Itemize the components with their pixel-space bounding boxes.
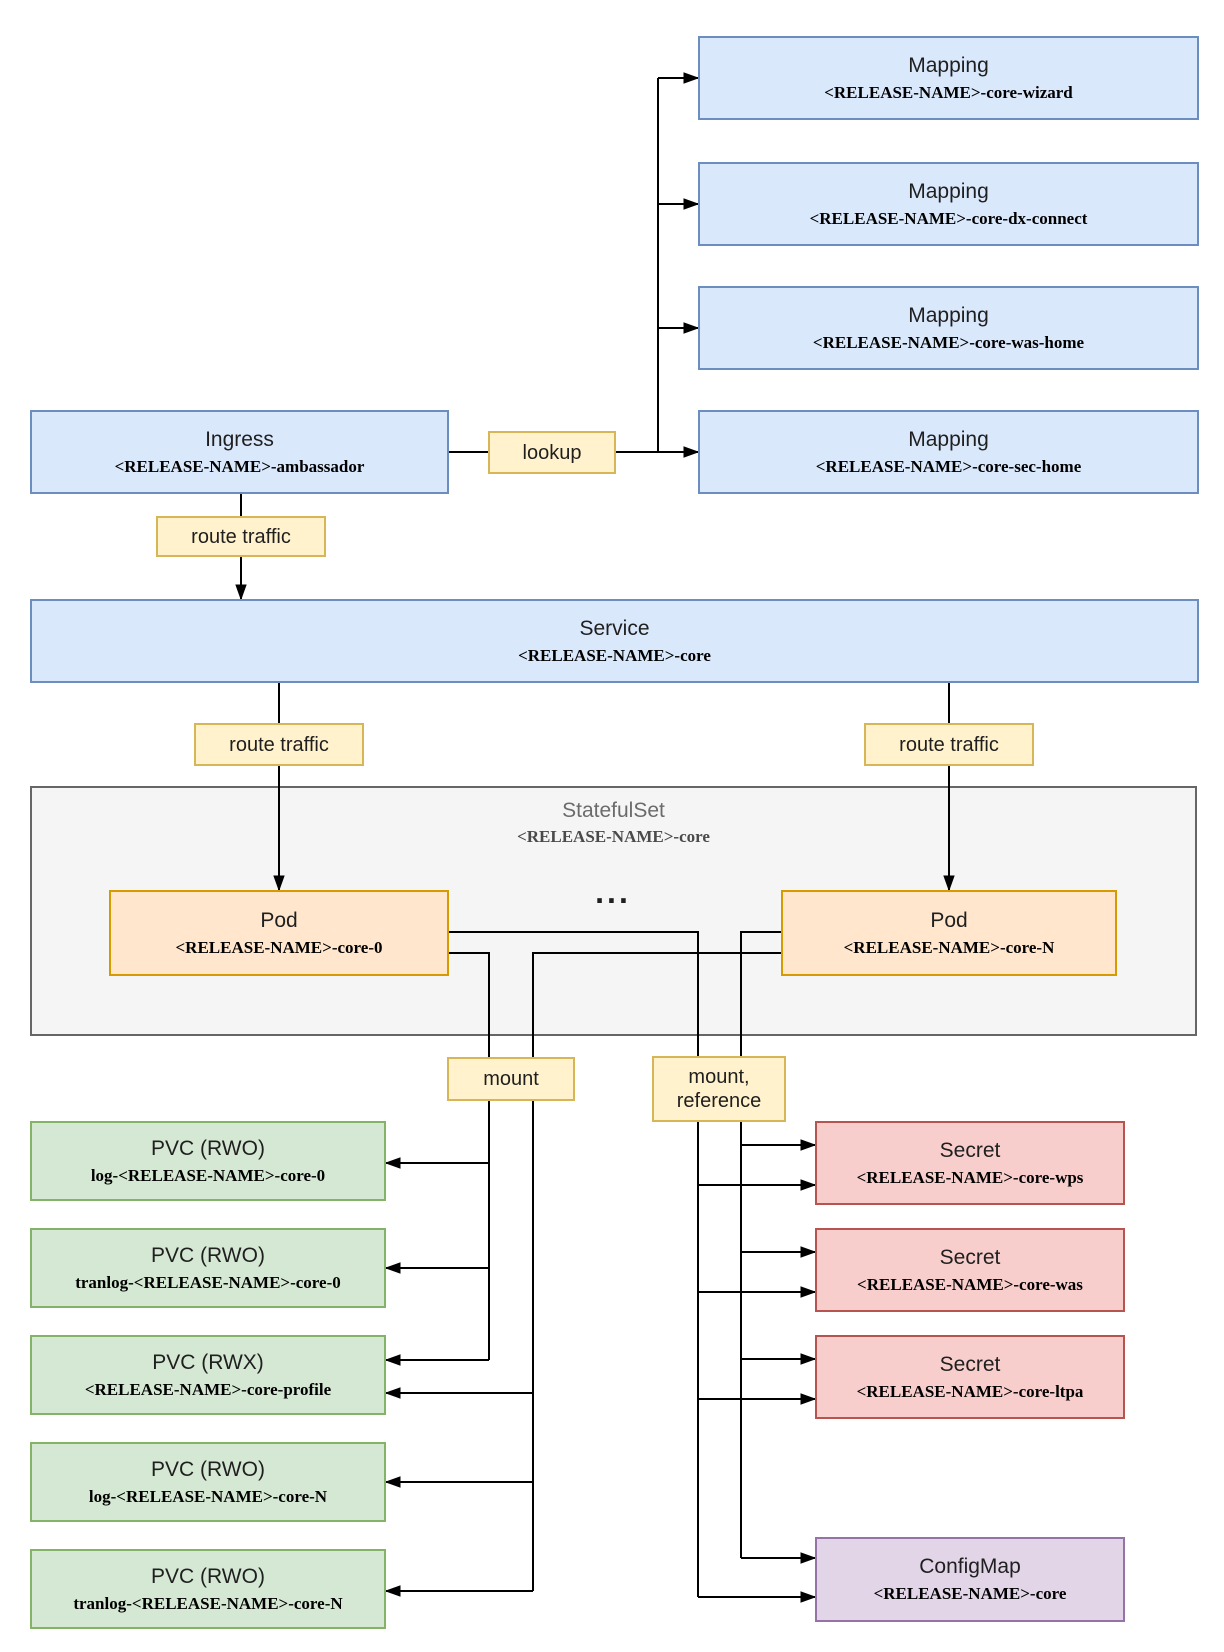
node-mapping-core-sec-home: Mapping <RELEASE-NAME>-core-sec-home	[698, 410, 1199, 494]
mapping-sec-home-subtitle: <RELEASE-NAME>-core-sec-home	[815, 456, 1082, 476]
node-secret-core-was: Secret <RELEASE-NAME>-core-was	[815, 1228, 1125, 1312]
node-service: Service <RELEASE-NAME>-core	[30, 599, 1199, 683]
pvc-log-0-subtitle: log-<RELEASE-NAME>-core-0	[90, 1165, 326, 1185]
node-pod-core-0: Pod <RELEASE-NAME>-core-0	[109, 890, 449, 976]
pvc-tranlog-n-title: PVC (RWO)	[151, 1564, 265, 1588]
mapping-was-home-title: Mapping	[908, 303, 989, 327]
pvc-profile-subtitle: <RELEASE-NAME>-core-profile	[84, 1379, 332, 1399]
mapping-dx-connect-subtitle: <RELEASE-NAME>-core-dx-connect	[809, 208, 1088, 228]
pod-0-title: Pod	[260, 908, 298, 932]
pvc-log-n-subtitle: log-<RELEASE-NAME>-core-N	[88, 1486, 328, 1506]
node-mapping-core-wizard: Mapping <RELEASE-NAME>-core-wizard	[698, 36, 1199, 120]
node-configmap: ConfigMap <RELEASE-NAME>-core	[815, 1537, 1125, 1622]
more-pods-ellipsis: ...	[595, 874, 631, 910]
pvc-log-0-title: PVC (RWO)	[151, 1136, 265, 1160]
secret-ltpa-subtitle: <RELEASE-NAME>-core-ltpa	[856, 1381, 1084, 1401]
mapping-dx-connect-title: Mapping	[908, 179, 989, 203]
edge-label-route-traffic-pod0: route traffic	[194, 723, 364, 766]
node-secret-core-ltpa: Secret <RELEASE-NAME>-core-ltpa	[815, 1335, 1125, 1419]
edge-label-route-traffic-podn: route traffic	[864, 723, 1034, 766]
mapping-sec-home-title: Mapping	[908, 427, 989, 451]
pvc-tranlog-0-title: PVC (RWO)	[151, 1243, 265, 1267]
node-statefulset-header: StatefulSet <RELEASE-NAME>-core	[30, 798, 1197, 847]
node-ingress: Ingress <RELEASE-NAME>-ambassador	[30, 410, 449, 494]
service-title: Service	[579, 616, 650, 640]
node-pvc-core-profile: PVC (RWX) <RELEASE-NAME>-core-profile	[30, 1335, 386, 1415]
statefulset-title: StatefulSet	[562, 799, 665, 822]
pvc-tranlog-0-subtitle: tranlog-<RELEASE-NAME>-core-0	[75, 1272, 341, 1292]
mapping-wizard-title: Mapping	[908, 53, 989, 77]
node-mapping-core-dx-connect: Mapping <RELEASE-NAME>-core-dx-connect	[698, 162, 1199, 246]
pvc-profile-title: PVC (RWX)	[152, 1350, 264, 1374]
ingress-title: Ingress	[205, 427, 274, 451]
pvc-log-n-title: PVC (RWO)	[151, 1457, 265, 1481]
secret-wps-title: Secret	[939, 1138, 1001, 1162]
node-pvc-tranlog-core-n: PVC (RWO) tranlog-<RELEASE-NAME>-core-N	[30, 1549, 386, 1629]
edge-label-mount: mount	[447, 1057, 575, 1101]
node-pvc-tranlog-core-0: PVC (RWO) tranlog-<RELEASE-NAME>-core-0	[30, 1228, 386, 1308]
edge-label-mount-reference: mount, reference	[652, 1056, 786, 1122]
statefulset-subtitle: <RELEASE-NAME>-core	[517, 827, 710, 847]
ingress-subtitle: <RELEASE-NAME>-ambassador	[114, 456, 365, 476]
mapping-was-home-subtitle: <RELEASE-NAME>-core-was-home	[812, 332, 1085, 352]
edge-label-route-traffic-ingress: route traffic	[156, 516, 326, 557]
pod-0-subtitle: <RELEASE-NAME>-core-0	[175, 937, 383, 957]
node-pvc-log-core-0: PVC (RWO) log-<RELEASE-NAME>-core-0	[30, 1121, 386, 1201]
secret-wps-subtitle: <RELEASE-NAME>-core-wps	[856, 1167, 1084, 1187]
edge-label-lookup: lookup	[488, 431, 616, 474]
pvc-tranlog-n-subtitle: tranlog-<RELEASE-NAME>-core-N	[73, 1593, 343, 1613]
pod-n-subtitle: <RELEASE-NAME>-core-N	[843, 937, 1055, 957]
node-mapping-core-was-home: Mapping <RELEASE-NAME>-core-was-home	[698, 286, 1199, 370]
node-pvc-log-core-n: PVC (RWO) log-<RELEASE-NAME>-core-N	[30, 1442, 386, 1522]
configmap-subtitle: <RELEASE-NAME>-core	[873, 1584, 1067, 1604]
node-secret-core-wps: Secret <RELEASE-NAME>-core-wps	[815, 1121, 1125, 1205]
secret-was-title: Secret	[939, 1245, 1001, 1269]
service-subtitle: <RELEASE-NAME>-core	[518, 645, 711, 665]
secret-ltpa-title: Secret	[939, 1352, 1001, 1376]
node-pod-core-n: Pod <RELEASE-NAME>-core-N	[781, 890, 1117, 976]
secret-was-subtitle: <RELEASE-NAME>-core-was	[857, 1274, 1083, 1294]
mapping-wizard-subtitle: <RELEASE-NAME>-core-wizard	[824, 82, 1073, 102]
pod-n-title: Pod	[930, 908, 968, 932]
configmap-title: ConfigMap	[919, 1555, 1021, 1579]
